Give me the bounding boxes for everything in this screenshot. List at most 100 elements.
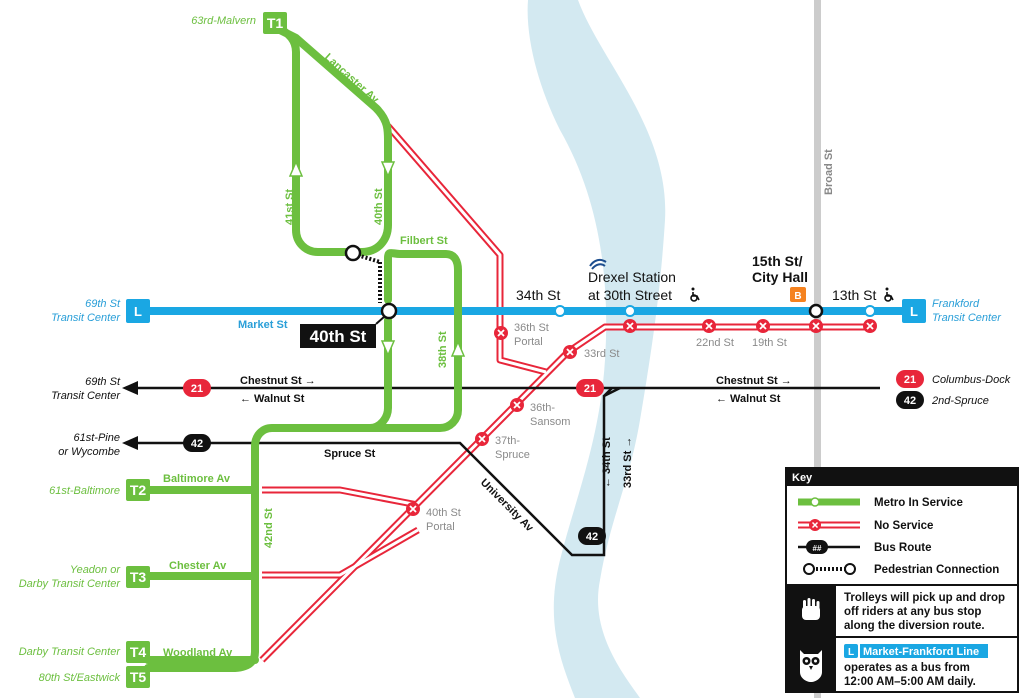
chestnut-west-label: Chestnut St → [240,375,316,387]
filbert-label: Filbert St [400,235,448,247]
bus-badge-42-mid[interactable]: 42 [578,527,606,545]
svg-text:T1: T1 [267,15,284,31]
t3-terminal-1: Yeadon or [70,564,121,576]
bus-badge-21-west[interactable]: 21 [183,379,211,397]
svg-text:42: 42 [904,395,916,407]
station-13th-dot[interactable] [864,305,876,317]
station-34th-label: 34th St [516,287,560,303]
bus21-east-terminal: Columbus-Dock [932,374,1011,386]
station-40th-box[interactable] [300,324,376,348]
portal36-label-1: 36th St [514,322,549,334]
legend-owl-note-2: 12:00 AM–5:00 AM daily. [844,676,976,688]
route-badge-t5[interactable]: T5 [126,666,150,688]
station-13th-label: 13th St [832,287,876,303]
legend-no-service: No Service [874,520,933,532]
41st-label: 41st St [284,189,296,225]
station-drexel-label-1: Drexel Station [588,269,676,285]
bus-arrow-west-42 [122,436,138,450]
legend-mfl-name: Market-Frankford Line [863,646,979,658]
legend-trolley-note-2: off riders at any bus stop [844,606,981,618]
svg-text:21: 21 [191,383,203,395]
34th-st-label: ← 34th St [601,437,613,488]
metro-routes [144,24,462,672]
legend-ped: Pedestrian Connection [874,564,999,576]
portal36-label-2: Portal [514,336,543,348]
station-40th-dot[interactable] [380,302,398,320]
t4-terminal: Darby Transit Center [19,646,122,658]
svg-text:##: ## [813,544,822,553]
svg-text:B: B [794,291,801,302]
university-label: University Av [478,477,536,535]
route-badge-t1[interactable]: T1 [263,12,287,34]
bus-badge-21-east[interactable]: 21 [896,370,924,388]
mfl-west-terminal-2: Transit Center [51,312,121,324]
portal40-label-1: 40th St [426,507,461,519]
legend-owl-note-1: operates as a bus from [844,662,970,674]
svg-text:42: 42 [191,438,203,450]
direction-arrows [288,160,466,357]
bus-arrow-west-21 [122,381,138,395]
market-st-label: Market St [238,319,288,331]
wheelchair-icon [884,287,894,302]
svg-text:T3: T3 [130,569,147,585]
sansom-label-2: Sansom [530,416,570,428]
bus-badge-42-east[interactable]: 42 [896,391,924,409]
station-40th-label: 40th St [310,327,367,346]
bus42-west-terminal-1: 61st-Pine [74,432,120,444]
walnut-west-label: ← Walnut St [240,393,305,405]
st22-label: 22nd St [696,337,734,349]
svg-text:Key: Key [792,472,813,484]
40th-street-label: 40th St [373,188,385,225]
42nd-label: 42nd St [263,508,275,548]
st33-label: 33rd St [584,348,619,360]
mfl-west-terminal-1: 69th St [85,298,121,310]
legend-metro: Metro In Service [874,497,963,509]
walnut-east-label: ← Walnut St [716,393,781,405]
spruce37-label-2: Spruce [495,449,530,461]
spruce37-label-1: 37th- [495,435,520,447]
bus42-west-terminal-2: or Wycombe [58,446,120,458]
mfl-badge-east[interactable]: L [902,299,926,323]
route-badge-t3[interactable]: T3 [126,566,150,588]
33rd-st-label: 33rd St → [622,437,634,488]
station-40th-leader [375,315,386,325]
wheelchair-icon [690,287,700,302]
svg-text:21: 21 [904,374,916,386]
svg-text:T5: T5 [130,669,147,685]
station-34th-dot[interactable] [554,305,566,317]
svg-text:42: 42 [586,531,598,543]
legend-trolley-note-3: along the diversion route. [844,620,985,632]
station-city-hall-label-1: 15th St/ [752,253,803,269]
bus21-west-terminal-2: Transit Center [51,390,121,402]
svg-text:T4: T4 [130,644,147,660]
river [527,0,666,698]
t3-terminal-2: Darby Transit Center [19,578,122,590]
owl-icon [800,650,822,682]
spruce-label: Spruce St [324,448,376,460]
station-city-hall-dot[interactable] [808,303,824,319]
mfl-east-terminal-1: Frankford [932,298,980,310]
station-city-hall-label-2: City Hall [752,269,808,285]
t1-terminal: 63rd-Malvern [191,15,256,27]
bus-badge-21-mid[interactable]: 21 [576,379,604,397]
legend: Key Metro In Service No Service ## Bus R… [785,467,1019,693]
legend-bus: Bus Route [874,542,932,554]
t2-terminal: 61st-Baltimore [49,485,120,497]
route-badge-t2[interactable]: T2 [126,479,150,501]
bsl-badge[interactable]: B [790,287,806,302]
station-drexel-label-2: at 30th Street [588,287,672,303]
station-drexel-dot[interactable] [624,305,636,317]
bus42-east-terminal: 2nd-Spruce [931,395,989,407]
chester-label: Chester Av [169,560,227,572]
svg-text:L: L [134,304,142,319]
route-badge-t4[interactable]: T4 [126,641,150,663]
broad-street-label: Broad St [823,149,835,195]
amtrak-icon [589,258,607,270]
bus-badge-42-west[interactable]: 42 [183,434,211,452]
sansom-label-1: 36th- [530,402,555,414]
svg-text:T2: T2 [130,482,147,498]
st19-label: 19th St [752,337,787,349]
hand-icon [802,598,820,620]
mfl-badge-west[interactable]: L [126,299,150,323]
